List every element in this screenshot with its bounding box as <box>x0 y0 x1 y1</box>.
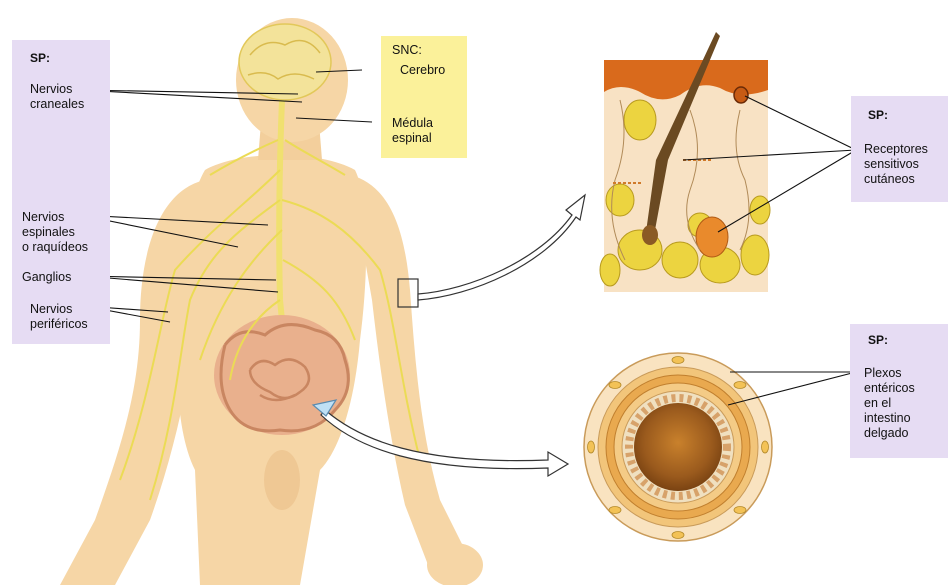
cranial-nerves-label: Nervios craneales <box>30 82 84 112</box>
sp-intestine-heading: SP: <box>868 333 888 347</box>
spinal-nerves-label: Nervios espinales o raquídeos <box>22 210 88 255</box>
sp-peripheral-heading: SP: <box>30 51 50 65</box>
sp-skin-heading: SP: <box>868 108 888 122</box>
intestine-cross-section <box>584 353 772 541</box>
snc-heading: SNC: <box>392 43 422 58</box>
skin-receptors-label: Receptores sensitivos cutáneos <box>864 142 928 187</box>
enteric-plexus-label: Plexos entéricos en el intestino delgado <box>864 366 915 441</box>
peripheral-nerves-label: Nervios periféricos <box>30 302 88 332</box>
brain-label: Cerebro <box>400 63 445 78</box>
skin-cross-section <box>600 32 770 292</box>
spinal-cord-label: Médula espinal <box>392 116 433 146</box>
ganglia-label: Ganglios <box>22 270 71 285</box>
